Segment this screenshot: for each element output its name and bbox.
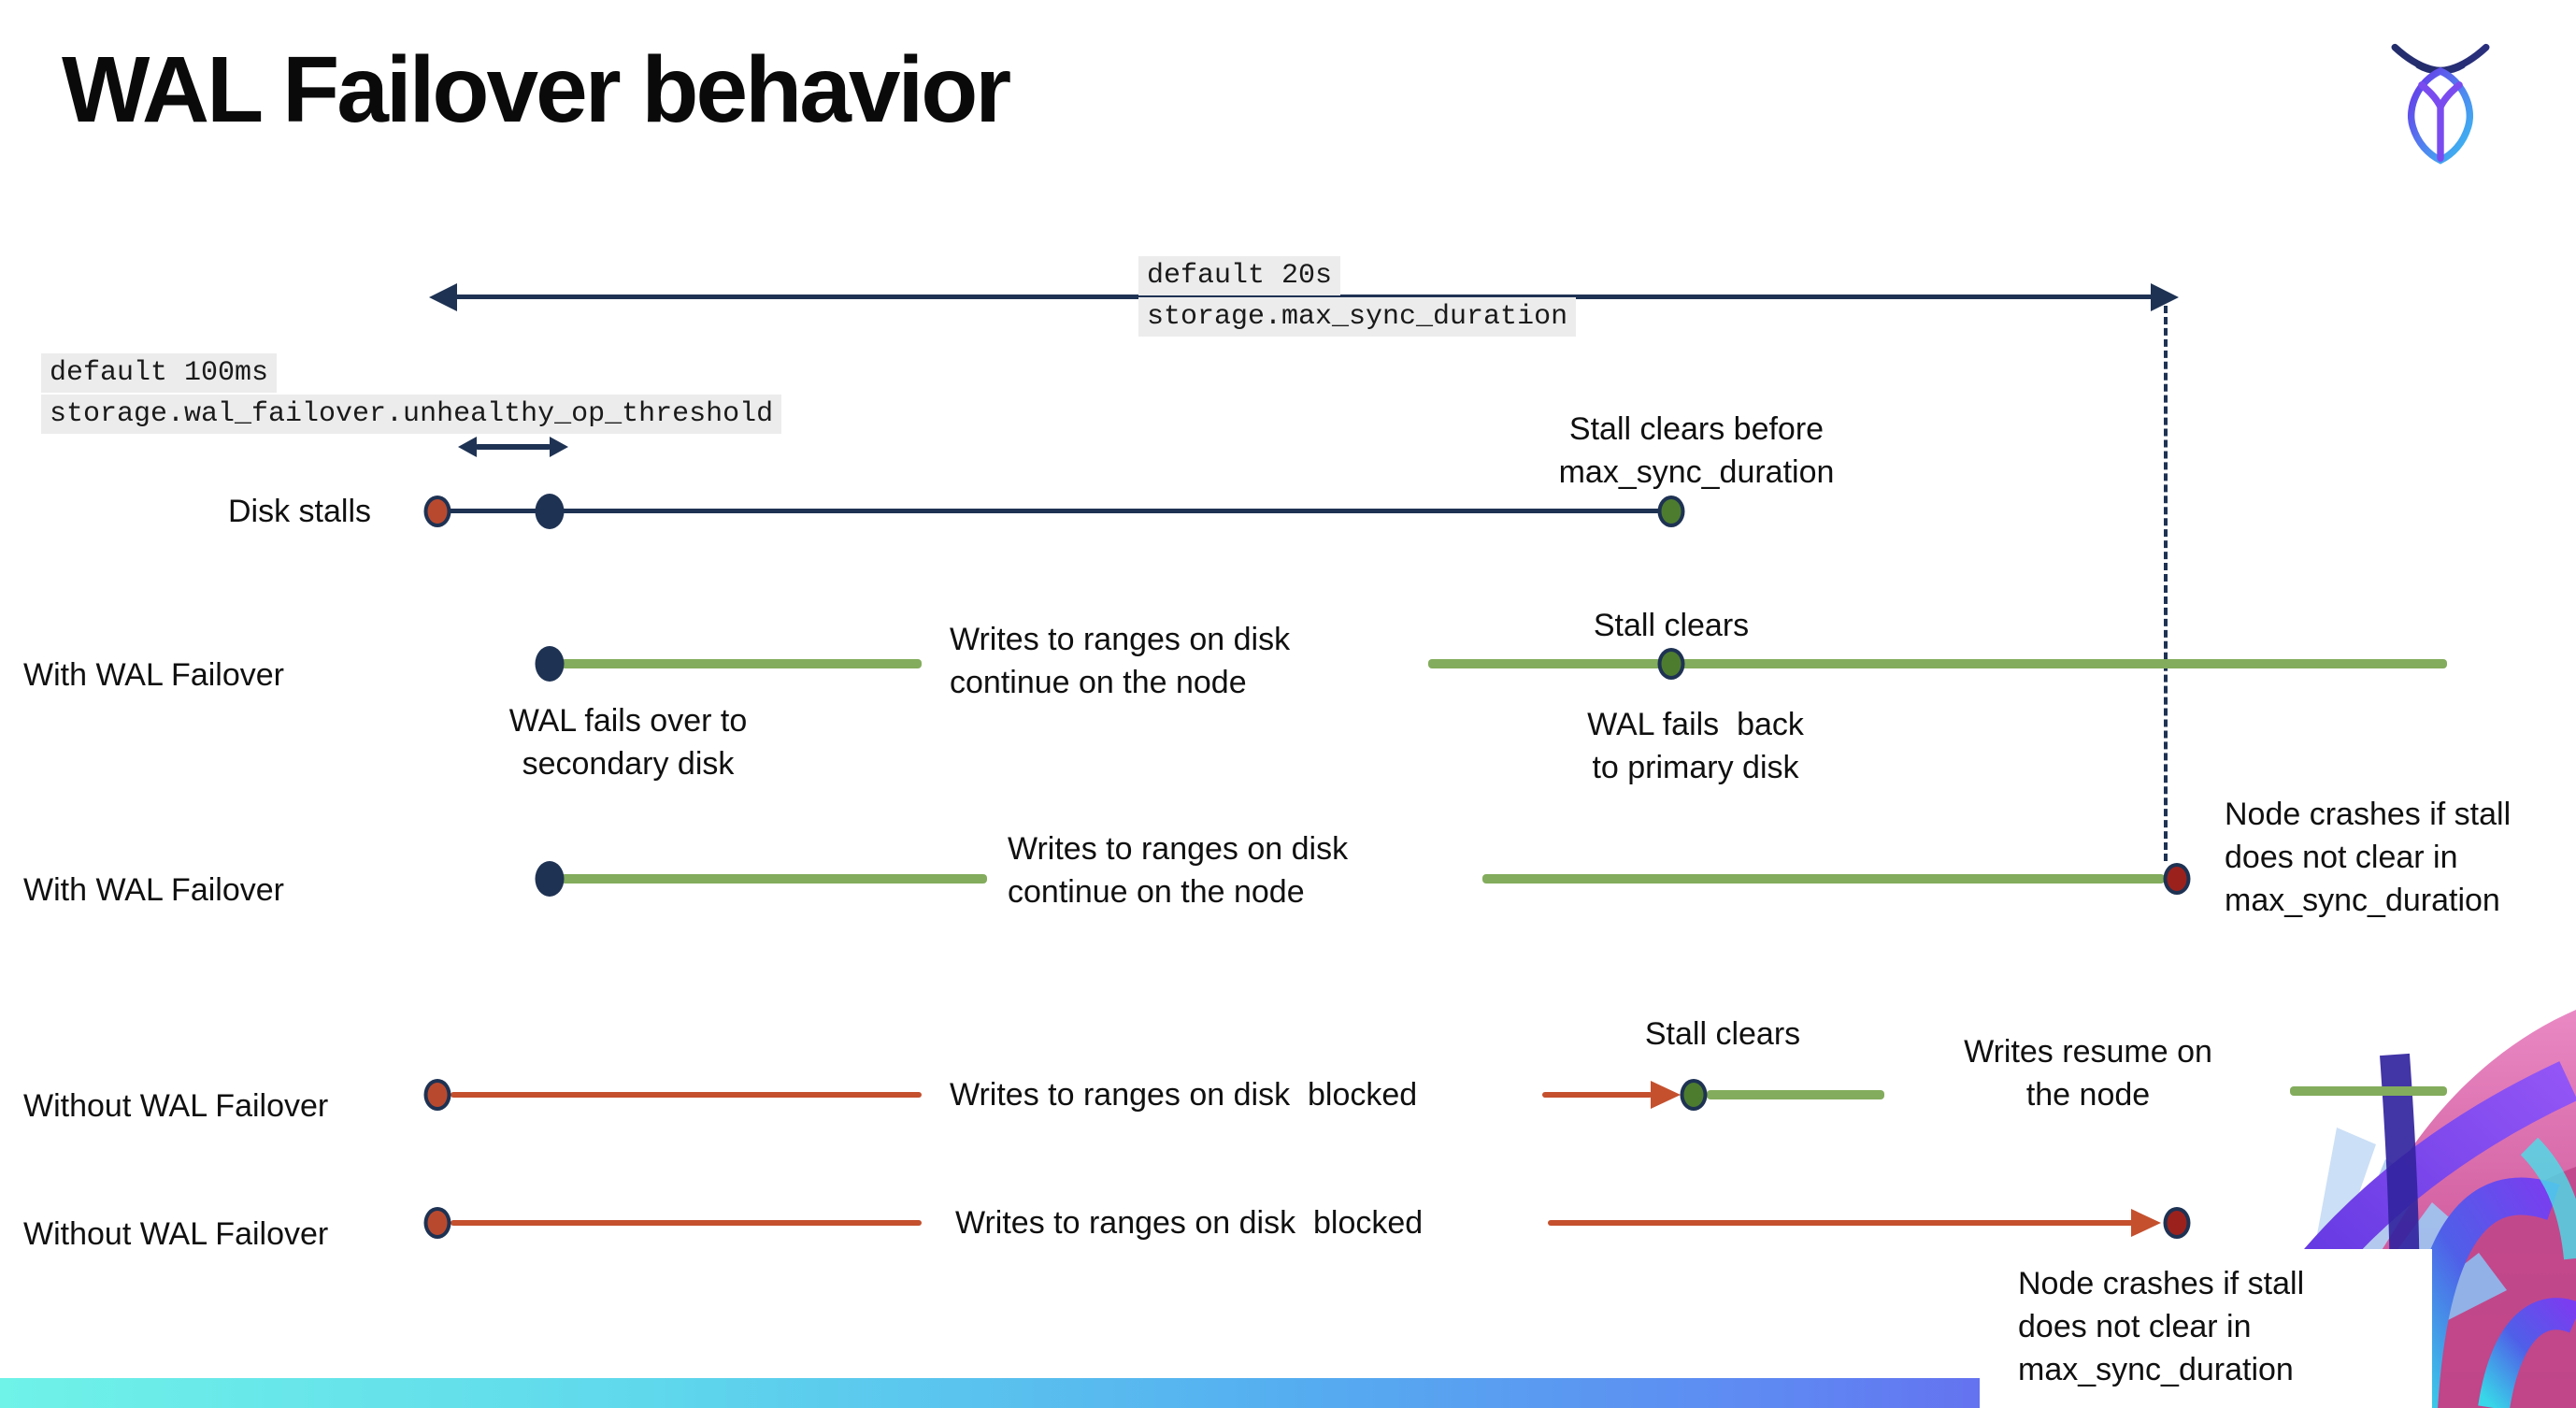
- art-cyan-arc: [2520, 1137, 2576, 1260]
- threshold-default-label: default 100ms: [41, 353, 278, 393]
- row-label-with-wal-failover-1: With WAL Failover: [23, 657, 284, 693]
- green-line-row2-b: [1428, 659, 2447, 668]
- stall-clear-dot-row1: [1657, 496, 1685, 527]
- annotation-writes-continue-2: Writes to ranges on disk continue on the…: [1008, 831, 1349, 910]
- failover-dot-row3: [535, 861, 565, 897]
- stall-clear-dot-row4: [1680, 1079, 1708, 1111]
- annotation-callout-box: [1980, 1249, 2432, 1408]
- max-sync-setting-label: storage.max_sync_duration: [1138, 297, 1577, 337]
- annotation-wal-fails-over: WAL fails over to secondary disk: [508, 703, 748, 782]
- red-line-row5-b: [1548, 1220, 2135, 1226]
- annotation-node-crashes-1: Node crashes if stall does not clear in …: [2225, 797, 2512, 918]
- green-line-row2-a: [561, 659, 922, 668]
- red-arrow-head-row5-icon: [2131, 1209, 2161, 1237]
- max-sync-default-label: default 20s: [1138, 256, 1341, 295]
- row-label-with-wal-failover-2: With WAL Failover: [23, 872, 284, 908]
- row-label-without-wal-failover-2: Without WAL Failover: [23, 1216, 329, 1252]
- failover-threshold-dot-row1: [535, 494, 565, 529]
- timeline-row1: [437, 509, 1664, 513]
- stall-start-dot-row1: [423, 496, 451, 527]
- annotation-writes-continue-1: Writes to ranges on disk continue on the…: [950, 622, 1291, 700]
- stall-start-dot-row4: [423, 1079, 451, 1111]
- red-arrow-head-row4-icon: [1651, 1081, 1681, 1109]
- arrow-right-head-icon: [2151, 283, 2179, 311]
- cockroachdb-logo-icon: [2391, 43, 2490, 165]
- deadline-dashed-line: [2164, 306, 2168, 861]
- green-line-row3-a: [561, 874, 987, 884]
- arrow-left-head-icon: [429, 283, 457, 311]
- row-label-disk-stalls: Disk stalls: [228, 494, 372, 529]
- annotation-writes-blocked-1: Writes to ranges on disk blocked: [950, 1077, 1418, 1113]
- threshold-setting-label: storage.wal_failover.unhealthy_op_thresh…: [41, 395, 782, 434]
- threshold-arrow-left-head-icon: [458, 437, 477, 457]
- page-title: WAL Failover behavior: [62, 37, 1011, 142]
- corner-brand-artwork: [2203, 1010, 2576, 1408]
- red-line-row5-a: [451, 1220, 922, 1226]
- green-line-row3-b: [1482, 874, 2165, 884]
- green-line-row4-a: [1707, 1090, 1884, 1099]
- annotation-node-crashes-2: Node crashes if stall does not clear in …: [2018, 1266, 2305, 1387]
- node-crash-dot-row5: [2163, 1207, 2191, 1239]
- annotation-writes-resume: Writes resume on the node: [1964, 1034, 2212, 1113]
- max-sync-duration-arrow-line: [451, 295, 2157, 299]
- threshold-arrow-line: [475, 444, 551, 450]
- node-crash-dot-row3: [2163, 863, 2191, 895]
- annotation-wal-fails-back: WAL fails back to primary disk: [1587, 707, 1804, 785]
- annotation-writes-blocked-2: Writes to ranges on disk blocked: [955, 1205, 1424, 1241]
- threshold-arrow-right-head-icon: [550, 437, 568, 457]
- annotation-stall-clears-1: Stall clears: [1593, 608, 1750, 643]
- annotation-stall-clears-before: Stall clears before max_sync_duration: [1558, 411, 1835, 490]
- red-line-row4-b: [1542, 1092, 1653, 1098]
- stall-clear-dot-row2: [1657, 648, 1685, 680]
- art-arch-2: [2478, 1298, 2576, 1408]
- green-line-row4-b: [2290, 1086, 2447, 1096]
- row-label-without-wal-failover-1: Without WAL Failover: [23, 1088, 329, 1124]
- stall-start-dot-row5: [423, 1207, 451, 1239]
- failover-dot-row2: [535, 646, 565, 682]
- red-line-row4-a: [451, 1092, 922, 1098]
- annotation-stall-clears-2: Stall clears: [1644, 1016, 1801, 1052]
